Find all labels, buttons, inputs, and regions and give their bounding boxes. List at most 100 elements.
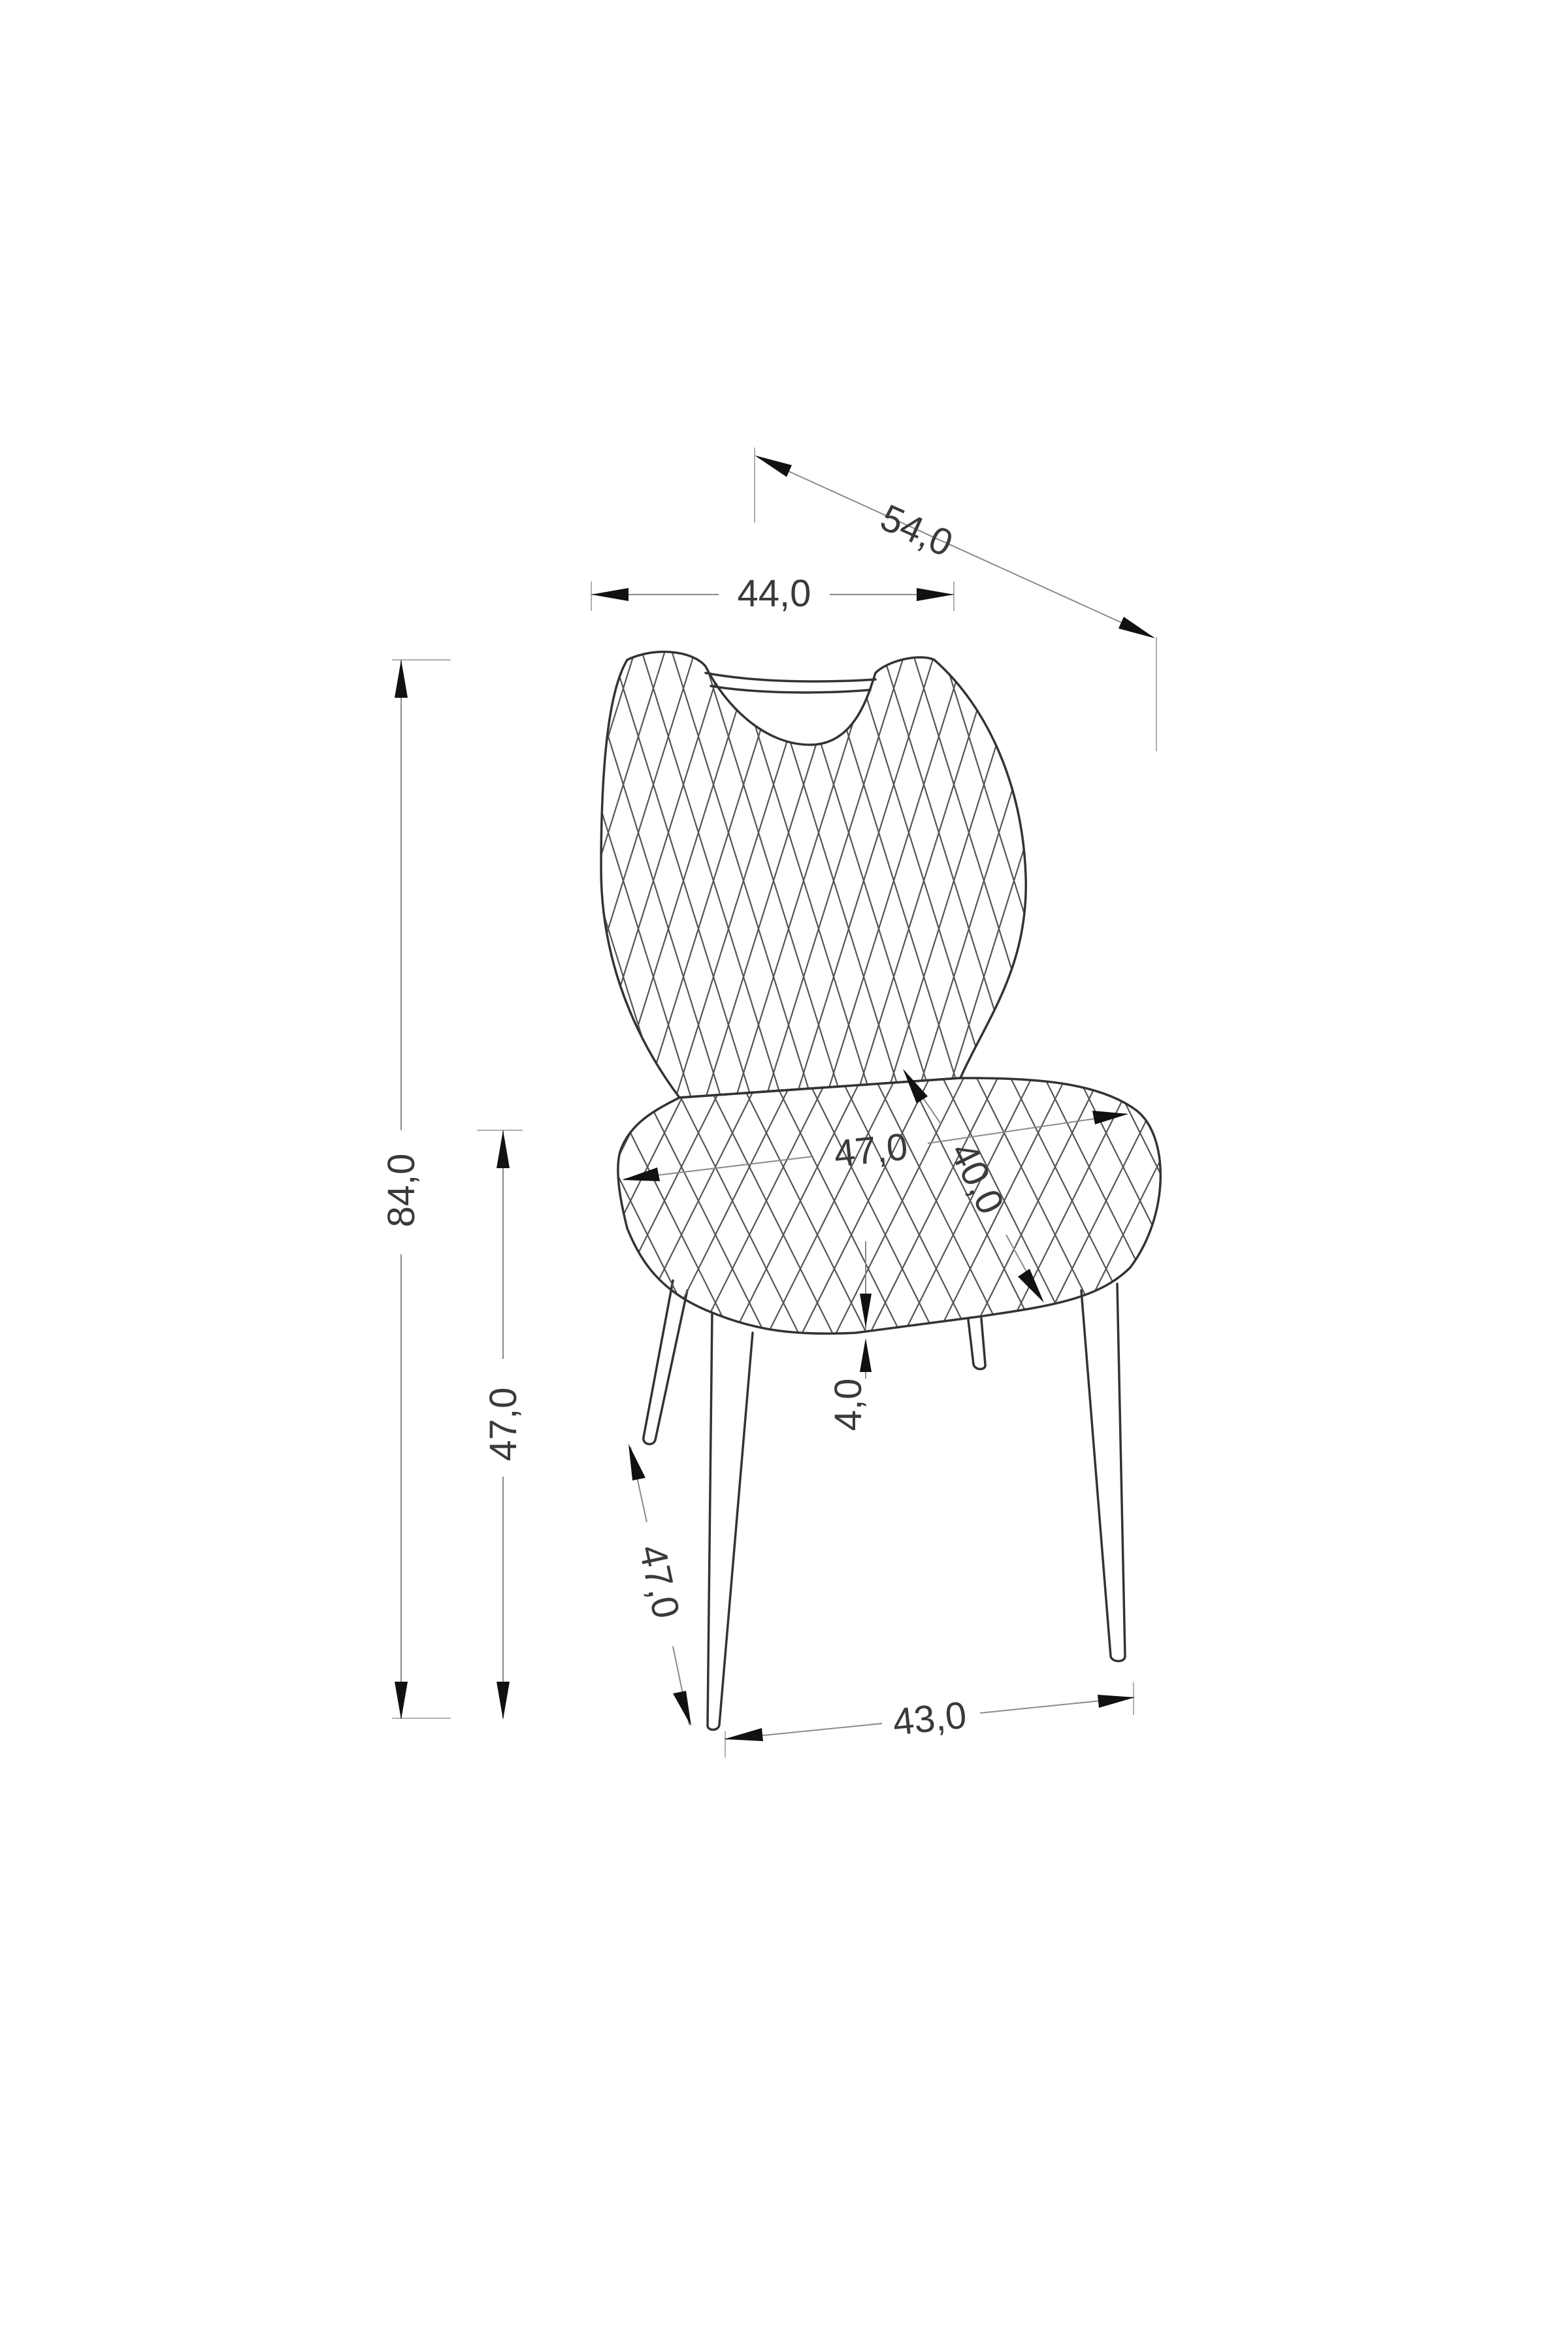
arrow-icon <box>1092 1111 1128 1124</box>
quilt-line <box>1105 1078 1161 1334</box>
quilt-line <box>817 651 967 1098</box>
quilt-line <box>877 651 1026 1098</box>
quilt-line <box>617 1078 699 1334</box>
quilt-line <box>601 651 696 1098</box>
quilt-line <box>1139 1078 1161 1334</box>
arrow-icon <box>497 1130 510 1168</box>
quilt-line <box>1089 640 1236 1111</box>
dim-label-seat-height: 47,0 <box>482 1388 525 1462</box>
quilt-line <box>640 651 790 1098</box>
quilt-line <box>617 1078 733 1334</box>
quilt-line <box>1029 640 1176 1111</box>
quilt-line <box>1242 1065 1382 1346</box>
quilt-line <box>700 651 850 1098</box>
arrow-icon <box>860 1338 872 1372</box>
quilt-line <box>936 1078 1077 1334</box>
quilt-line <box>795 1078 937 1334</box>
chair-backrest <box>281 640 1296 1111</box>
quilt-line <box>999 1078 1141 1334</box>
dim-total-height: 84,0 <box>380 659 451 1720</box>
quilt-line <box>727 1078 869 1334</box>
dim-front-leg-width: 43,0 <box>724 1682 1135 1757</box>
quilt-line <box>998 651 1026 1098</box>
quilt-line <box>1101 1078 1161 1334</box>
arrow-icon <box>755 455 792 477</box>
dim-leg-span-depth: 47,0 <box>629 1444 691 1726</box>
quilt-line <box>625 1078 767 1334</box>
backrest-quilting <box>281 640 1296 1111</box>
quilt-line <box>1169 1065 1310 1346</box>
quilt-line <box>617 1078 631 1334</box>
quilt-line <box>693 1078 835 1334</box>
quilt-line <box>341 640 488 1111</box>
quilt-line <box>938 651 1026 1098</box>
quilt-line <box>670 651 820 1098</box>
arrow-icon <box>903 1069 928 1103</box>
dim-label-leg-span-depth: 47,0 <box>631 1541 688 1622</box>
quilt-line <box>902 1078 1043 1334</box>
quilt-line <box>659 1078 801 1334</box>
dim-seat-thickness: 4,0 <box>827 1241 872 1431</box>
quilt-line <box>1149 640 1296 1111</box>
chair-legs <box>642 1279 1126 1731</box>
quilt-line <box>1001 651 1026 1098</box>
arrow-icon <box>497 1682 510 1720</box>
front-left-leg <box>706 1312 754 1731</box>
quilt-line <box>667 651 817 1098</box>
dim-label-seat-width: 47,0 <box>832 1125 909 1175</box>
quilt-line <box>601 651 636 1098</box>
quilt-line <box>834 1078 975 1334</box>
quilt-line <box>727 651 877 1098</box>
quilt-line <box>601 651 640 1098</box>
dim-seat-width: 47,0 <box>622 1111 1128 1181</box>
quilt-line <box>630 1078 772 1334</box>
quilt-line <box>428 640 575 1111</box>
quilt-line <box>697 651 847 1098</box>
quilt-line <box>1310 1065 1450 1346</box>
quilt-line <box>851 651 1000 1098</box>
seat-quilting <box>617 1065 1450 1346</box>
quilt-line <box>732 1078 874 1334</box>
quilt-line <box>617 1078 670 1334</box>
quilt-line <box>617 1078 704 1334</box>
quilt-line <box>1004 1078 1145 1334</box>
dim-label-front-leg-width: 43,0 <box>890 1693 968 1743</box>
back-left-leg <box>642 1279 689 1446</box>
quilt-line <box>1208 1065 1348 1346</box>
quilt-line <box>281 640 428 1111</box>
arrow-icon <box>591 588 629 601</box>
quilt-line <box>1032 640 1179 1111</box>
quilt-line <box>931 1078 1073 1334</box>
quilt-line <box>761 1078 903 1334</box>
quilt-line <box>757 651 907 1098</box>
quilt-line <box>911 651 1026 1098</box>
dim-seat-height: 47,0 <box>477 1130 525 1720</box>
quilt-line <box>868 1078 1009 1334</box>
arrow-icon <box>629 1444 645 1480</box>
quilt-line <box>760 651 910 1098</box>
quilt-line <box>847 651 997 1098</box>
arrow-icon <box>1018 1269 1044 1303</box>
quilt-line <box>371 640 518 1111</box>
chair <box>281 640 1450 1731</box>
quilt-line <box>617 1078 738 1334</box>
arrow-icon <box>395 1682 408 1720</box>
quilt-line <box>1067 1078 1161 1334</box>
arrow-icon <box>860 1294 872 1328</box>
quilt-line <box>607 651 757 1098</box>
quilt-line <box>664 1078 806 1334</box>
quilt-line <box>617 1078 665 1334</box>
arrow-icon <box>395 660 408 698</box>
quilt-line <box>800 1078 941 1334</box>
backrest-handle-slot <box>704 672 877 683</box>
quilt-line <box>601 651 606 1098</box>
arrow-icon <box>917 588 954 601</box>
quilt-line <box>1119 640 1266 1111</box>
quilt-line <box>863 1078 1005 1334</box>
quilt-line <box>965 1078 1107 1334</box>
quilt-line <box>829 1078 971 1334</box>
arrow-icon <box>1119 617 1155 638</box>
quilt-line <box>401 640 548 1111</box>
quilt-line <box>601 651 700 1098</box>
